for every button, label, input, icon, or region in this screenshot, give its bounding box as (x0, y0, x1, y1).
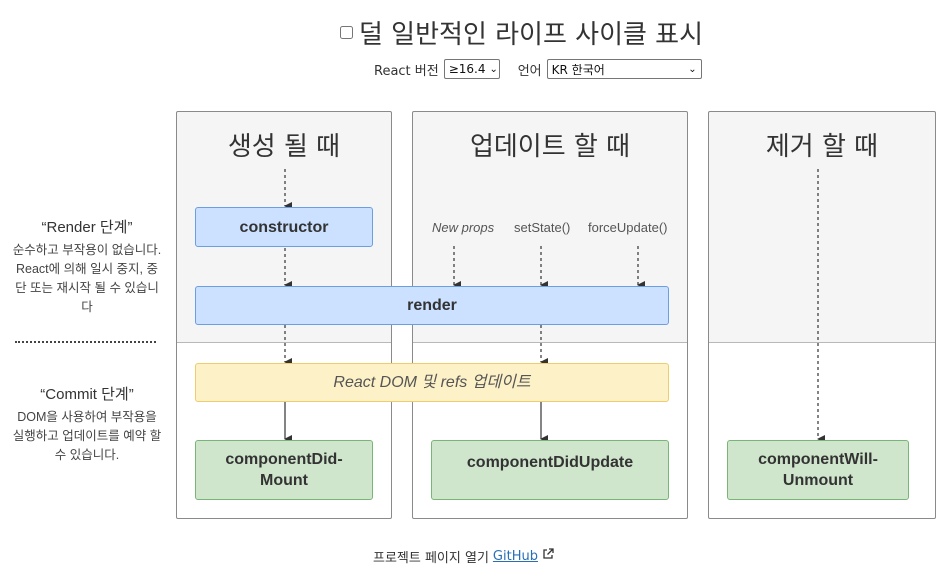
react-dom-update-box: React DOM 및 refs 업데이트 (195, 363, 669, 402)
trigger-set-state: setState() (514, 220, 571, 235)
chevron-down-icon: ⌄ (688, 63, 697, 75)
component-did-mount-box: componentDid- Mount (195, 440, 373, 500)
toggle-label: 덜 일반적인 라이프 사이클 표시 (359, 19, 704, 50)
component-will-unmount-box: componentWill- Unmount (727, 440, 909, 500)
language-value: KR 한국어 (551, 62, 605, 77)
phase-separator (15, 341, 156, 343)
chevron-down-icon: ⌄ (489, 63, 498, 75)
mounting-title: 생성 될 때 (227, 132, 341, 162)
language-select[interactable]: KR 한국어 ⌄ (546, 59, 702, 79)
constructor-box: constructor (195, 207, 373, 247)
trigger-new-props: New props (432, 220, 495, 235)
component-did-update-box: componentDidUpdate (431, 440, 669, 500)
column-divider (709, 342, 935, 343)
unmounting-title: 제거 할 때 (765, 132, 879, 162)
commit-phase-title: “Commit 단계” (40, 386, 134, 403)
commit-phase-description: DOM을 사용하여 부작용을 실행하고 업데이트를 예약 할 수 있습니다. (12, 410, 162, 462)
react-version-label: React 버전 (374, 63, 439, 79)
github-link[interactable]: GitHub (492, 548, 538, 564)
render-box: render (195, 286, 669, 325)
render-phase-description: 순수하고 부작용이 없습니다. React에 의해 일시 중지, 중단 또는 재… (12, 243, 162, 314)
external-link-icon[interactable] (542, 548, 554, 564)
language-label: 언어 (517, 63, 542, 79)
react-version-value: ≥16.4 (448, 62, 486, 76)
lifecycle-toggle[interactable]: 덜 일반적인 라이프 사이클 표시 (340, 14, 740, 50)
toggle-checkbox[interactable] (340, 25, 353, 39)
footer-text: 프로젝트 페이지 열기 (373, 550, 489, 566)
trigger-force-update: forceUpdate() (588, 220, 668, 235)
commit-phase-label: “Commit 단계” DOM을 사용하여 부작용을 실행하고 업데이트를 예약… (12, 383, 162, 465)
render-phase-title: “Render 단계” (41, 219, 133, 236)
render-phase-label: “Render 단계” 순수하고 부작용이 없습니다. React에 의해 일시… (12, 216, 162, 317)
updating-title: 업데이트 할 때 (469, 132, 631, 162)
controls-bar: React 버전 ≥16.4 ⌄ 언어 KR 한국어 ⌄ (374, 58, 702, 80)
column-divider (413, 342, 687, 343)
react-version-select[interactable]: ≥16.4 ⌄ (443, 59, 500, 79)
column-divider (177, 342, 391, 343)
footer: 프로젝트 페이지 열기 GitHub (373, 546, 554, 566)
